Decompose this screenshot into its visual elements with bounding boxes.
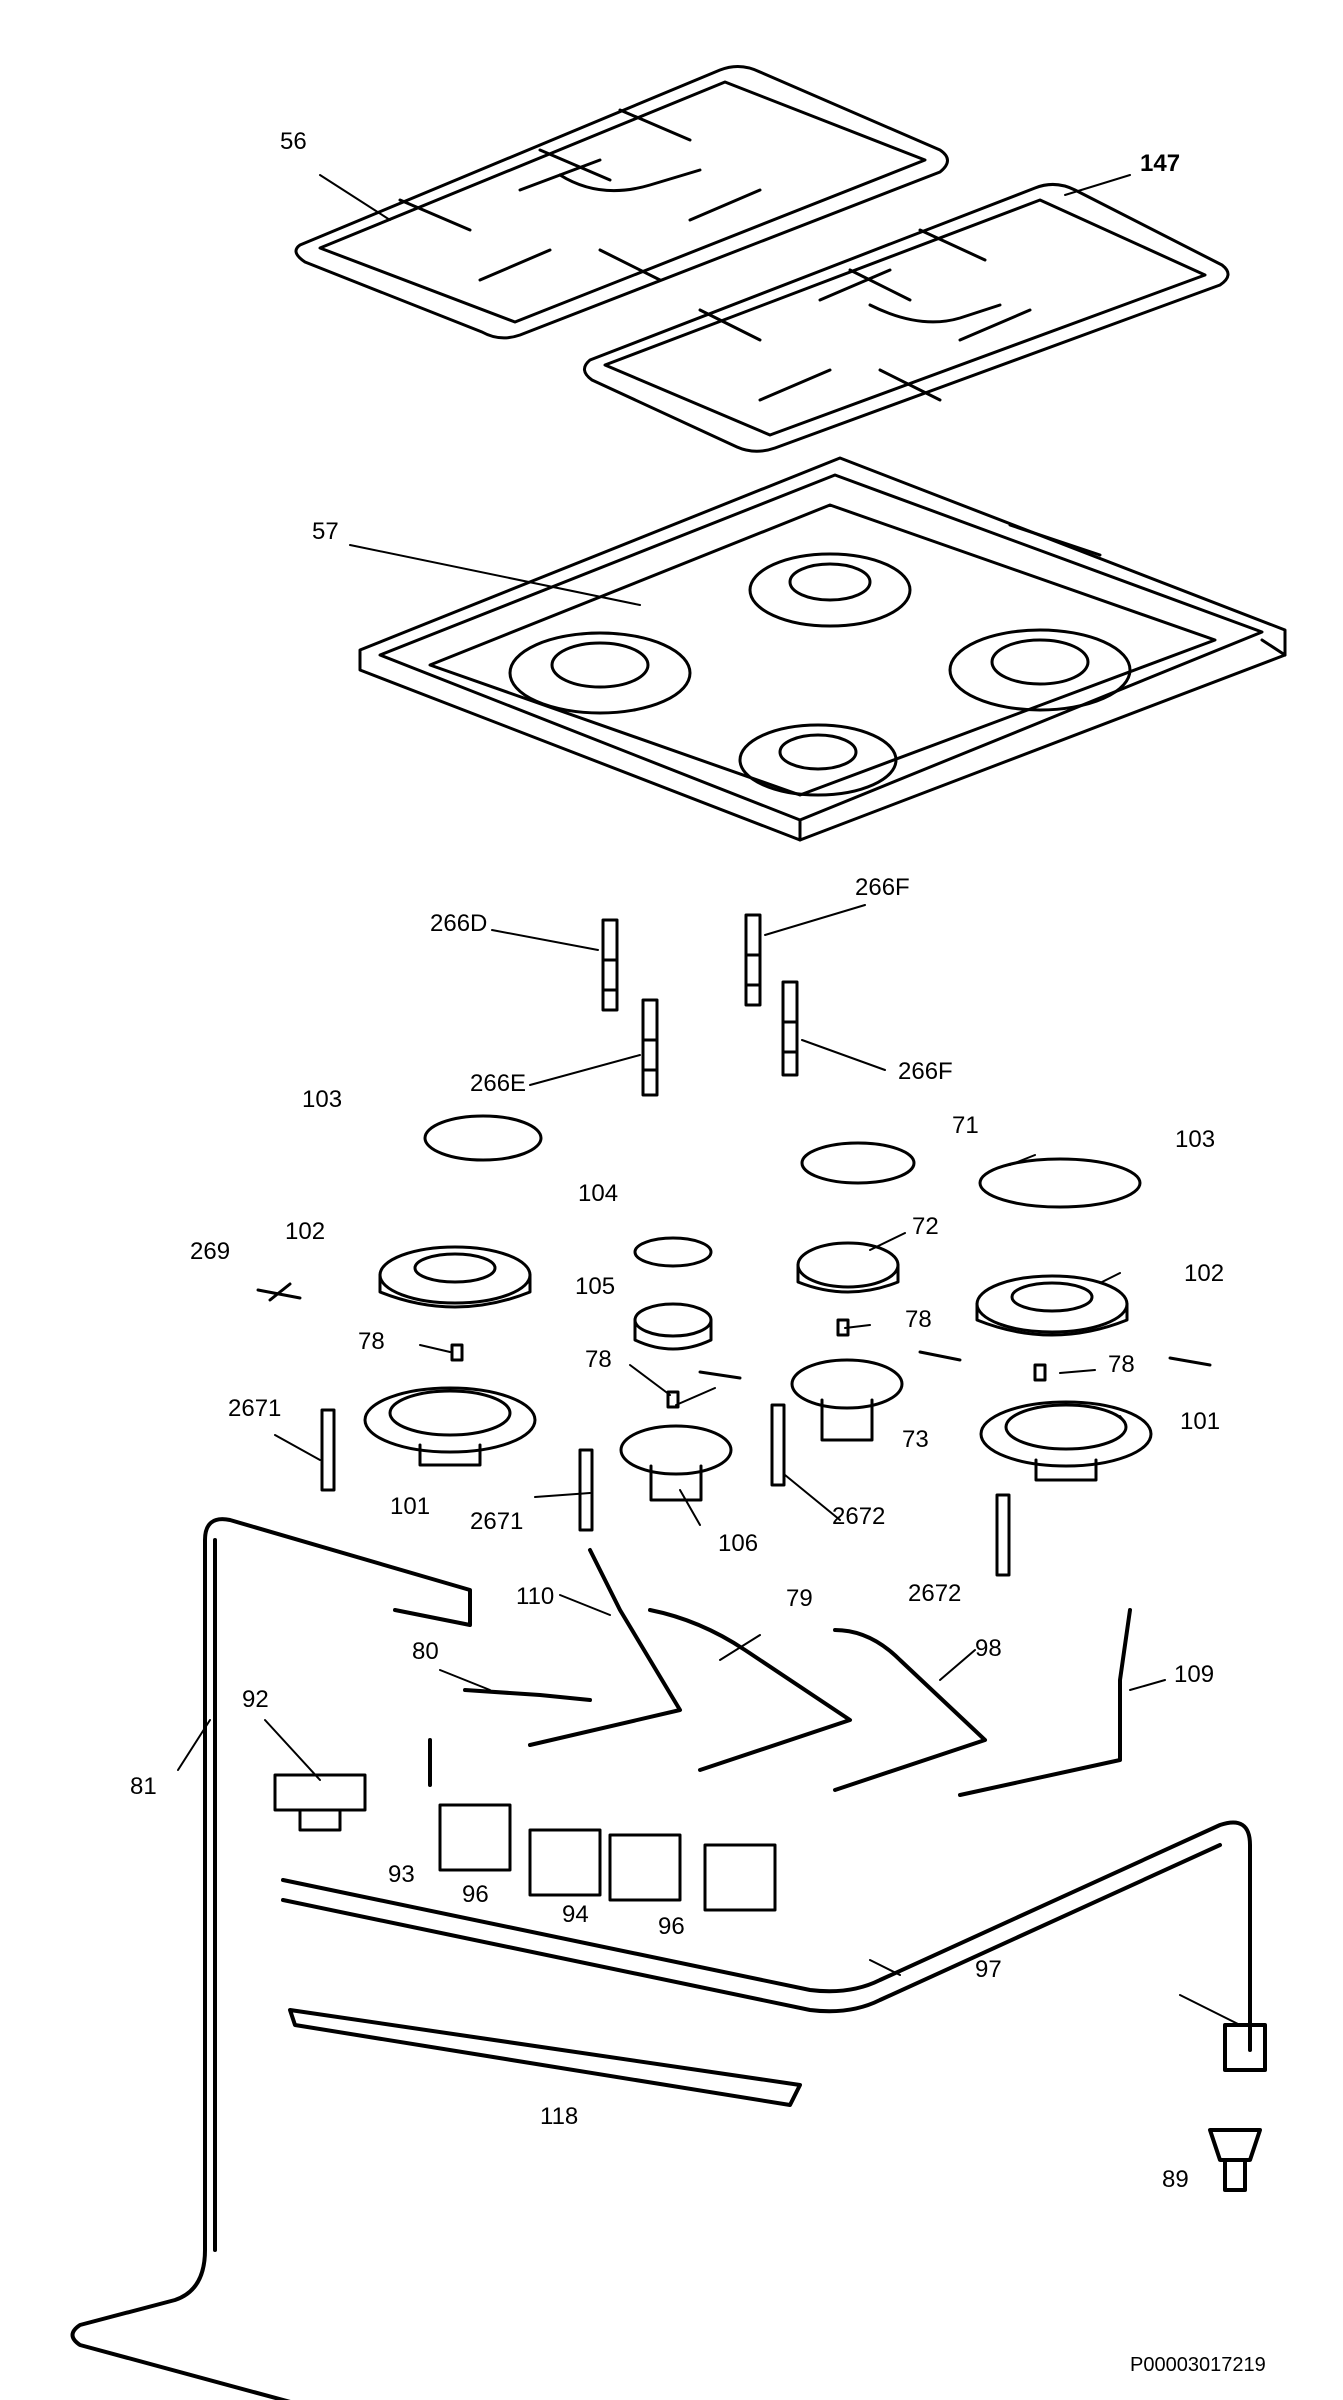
part-label-106: 106 <box>718 1530 759 1557</box>
part-label-269: 269 <box>190 1238 231 1265</box>
part-label-101-a: 101 <box>390 1493 431 1520</box>
part-label-2671-b: 2671 <box>470 1508 524 1535</box>
part-label-93: 93 <box>388 1861 415 1888</box>
part-label-103-b: 103 <box>1175 1126 1216 1153</box>
part-label-266D: 266D <box>430 910 488 937</box>
part-label-94: 94 <box>562 1901 589 1928</box>
small-parts <box>256 1282 1212 1577</box>
part-label-2672-b: 2672 <box>908 1580 962 1607</box>
part-label-147: 147 <box>1140 150 1181 177</box>
pan-support-right <box>583 183 1230 453</box>
leader-lines <box>177 174 1241 2026</box>
part-label-97: 97 <box>975 1956 1002 1983</box>
part-label-89: 89 <box>1162 2166 1189 2193</box>
thermocouples <box>491 904 886 1097</box>
part-label-103-a: 103 <box>302 1086 343 1113</box>
burner-caps <box>423 1114 1142 1268</box>
part-label-101-b: 101 <box>1180 1408 1221 1435</box>
part-label-73: 73 <box>902 1426 929 1453</box>
part-label-2671-a: 2671 <box>228 1395 282 1422</box>
part-label-266F-a: 266F <box>855 874 910 901</box>
hob-top-plate <box>349 456 1287 842</box>
part-label-104: 104 <box>578 1180 619 1207</box>
part-label-71: 71 <box>952 1112 979 1139</box>
document-code: P00003017219 <box>1130 2354 1266 2376</box>
burner-bodies <box>363 1358 1153 1502</box>
burner-crowns <box>378 1241 1129 1351</box>
part-label-102-b: 102 <box>1184 1260 1225 1287</box>
part-label-118: 118 <box>540 2103 579 2130</box>
pan-support-left <box>294 65 949 340</box>
part-label-102-a: 102 <box>285 1218 326 1245</box>
part-label-78-c: 78 <box>905 1306 932 1333</box>
part-label-98: 98 <box>975 1635 1002 1662</box>
part-label-96-b: 96 <box>658 1913 685 1940</box>
part-label-57: 57 <box>312 518 339 545</box>
part-label-109: 109 <box>1174 1661 1215 1688</box>
part-label-79: 79 <box>786 1585 813 1612</box>
part-label-81: 81 <box>130 1773 157 1800</box>
part-label-266E: 266E <box>470 1070 527 1097</box>
gas-valves <box>273 1773 777 1912</box>
part-label-266F-b: 266F <box>898 1058 953 1085</box>
part-label-78-b: 78 <box>585 1346 612 1373</box>
part-label-92: 92 <box>242 1686 269 1713</box>
part-label-105: 105 <box>575 1273 616 1300</box>
part-label-78-d: 78 <box>1108 1351 1135 1378</box>
part-label-78-a: 78 <box>358 1328 385 1355</box>
part-label-110: 110 <box>516 1583 555 1610</box>
part-label-56: 56 <box>280 128 307 155</box>
part-label-80: 80 <box>412 1638 439 1665</box>
part-label-96-a: 96 <box>462 1881 489 1908</box>
gas-pipes <box>70 1517 1267 2400</box>
part-label-2672-a: 2672 <box>832 1503 886 1530</box>
part-label-72: 72 <box>912 1213 939 1240</box>
